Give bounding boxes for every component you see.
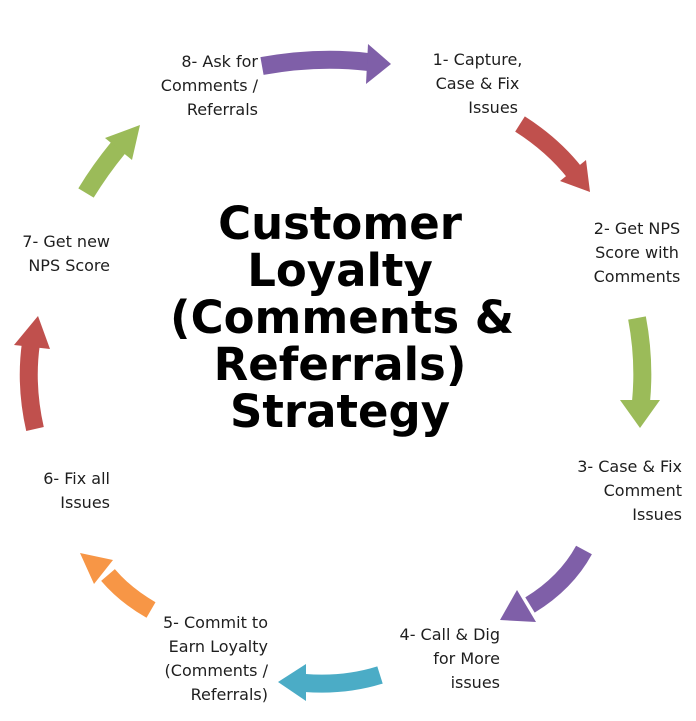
- step-line: Comment: [603, 481, 682, 500]
- step-line: 8- Ask for: [181, 52, 258, 71]
- step-line: 5- Commit to: [162, 613, 268, 632]
- title-line: Strategy: [229, 385, 451, 438]
- step-line: Issues: [632, 505, 682, 524]
- step-line: Issues: [60, 493, 110, 512]
- arrow-up-right-icon: [78, 125, 140, 198]
- arrow-left-icon: [278, 664, 383, 701]
- step-line: Issues: [468, 98, 518, 117]
- step-line: Comments: [593, 267, 681, 286]
- step-3-label: 3- Case & Fix Comment Issues: [556, 455, 682, 527]
- arrow-down-icon: [620, 316, 660, 428]
- step-line: NPS Score: [28, 256, 110, 275]
- step-line: 2- Get NPS: [593, 219, 681, 238]
- step-line: Referrals): [190, 685, 268, 704]
- step-line: Score with: [595, 243, 679, 262]
- step-line: Earn Loyalty: [168, 637, 268, 656]
- step-4-label: 4- Call & Dig for More issues: [380, 623, 500, 695]
- title-line: (Comments &: [170, 291, 515, 344]
- arrow-up-icon: [14, 316, 50, 431]
- step-2-label: 2- Get NPS Score with Comments: [578, 217, 696, 289]
- step-line: Referrals: [186, 100, 258, 119]
- step-line: 6- Fix all: [43, 469, 110, 488]
- arrow-down-right-icon: [515, 116, 590, 192]
- step-line: 7- Get new: [22, 232, 110, 251]
- step-line: 3- Case & Fix: [577, 457, 682, 476]
- step-line: (Comments /: [164, 661, 268, 680]
- step-5-label: 5- Commit to Earn Loyalty (Comments / Re…: [130, 611, 268, 707]
- step-1-label: 1- Capture, Case & Fix Issues: [415, 48, 540, 120]
- title-line: Referrals): [213, 338, 467, 391]
- step-line: issues: [450, 673, 500, 692]
- step-line: Comments /: [160, 76, 258, 95]
- step-6-label: 6- Fix all Issues: [20, 467, 110, 515]
- step-7-label: 7- Get new NPS Score: [8, 230, 110, 278]
- step-line: Case & Fix: [435, 74, 520, 93]
- step-line: 4- Call & Dig: [399, 625, 500, 644]
- step-line: 1- Capture,: [432, 50, 523, 69]
- title-line: Customer: [218, 197, 462, 250]
- arrow-right-icon: [260, 44, 391, 84]
- step-line: for More: [433, 649, 500, 668]
- arrow-down-left-icon: [500, 545, 592, 622]
- step-8-label: 8- Ask for Comments / Referrals: [140, 50, 258, 122]
- arrow-up-left-icon: [80, 553, 156, 618]
- title-line: Loyalty: [247, 244, 433, 297]
- diagram-title: Customer Loyalty (Comments & Referrals) …: [170, 197, 515, 438]
